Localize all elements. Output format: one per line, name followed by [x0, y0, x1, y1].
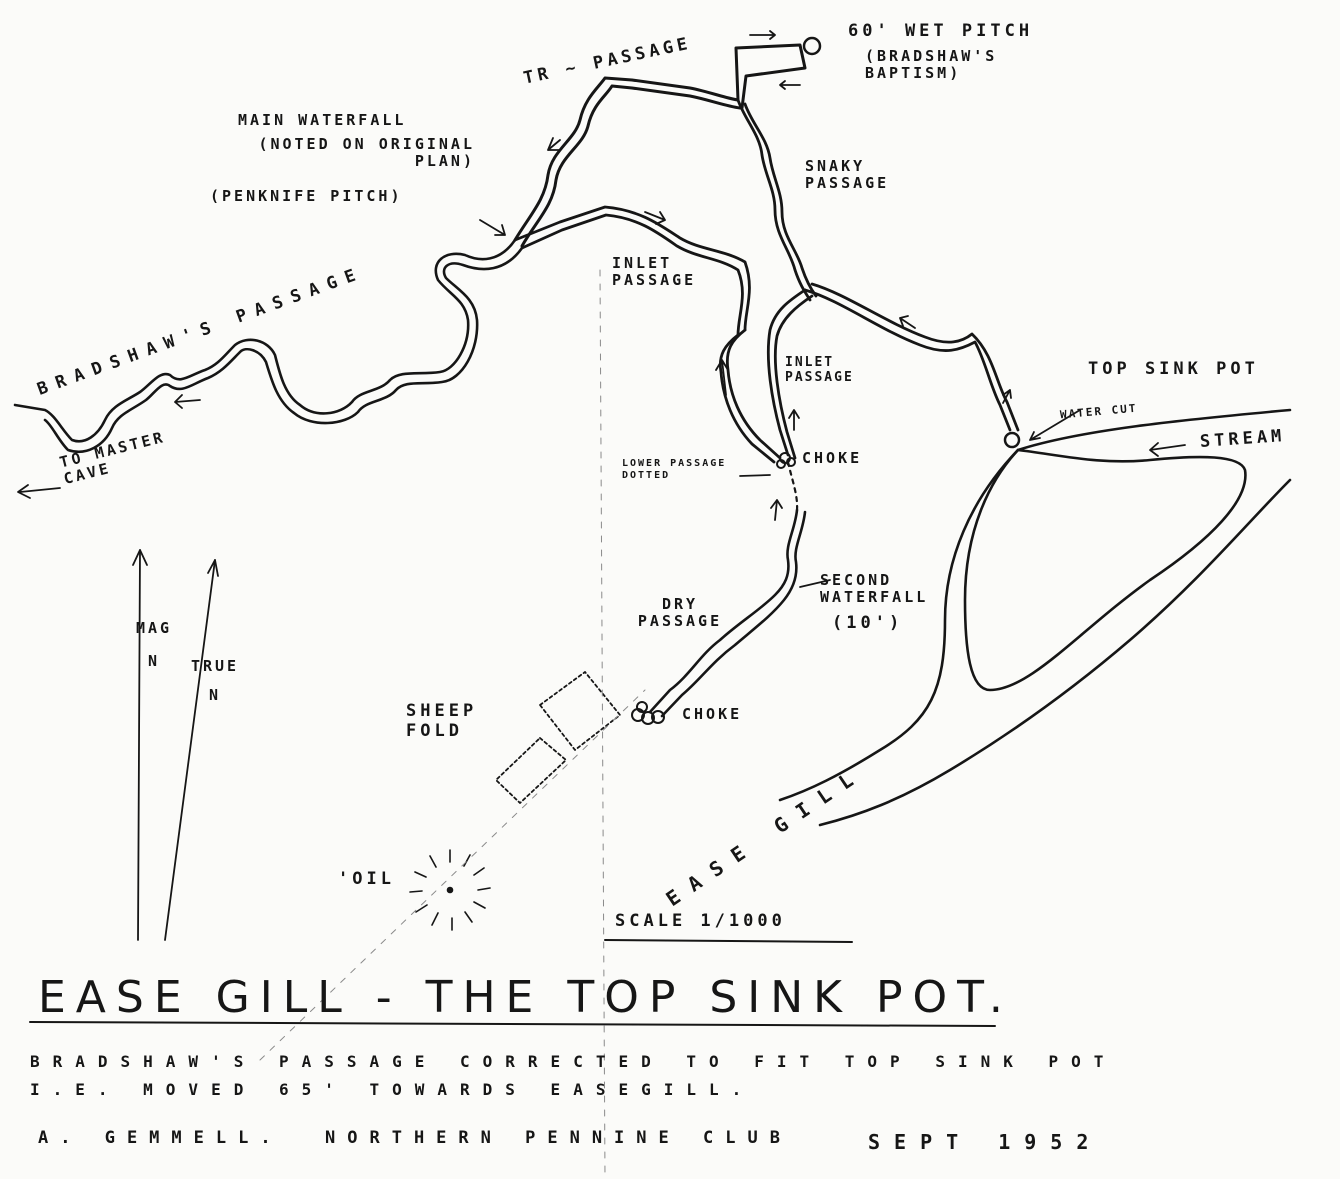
label-second-waterfall-depth: (10')	[832, 613, 904, 633]
note-date: SEPT 1952	[868, 1130, 1103, 1154]
note-line-2: I.E. MOVED 65' TOWARDS EASEGILL.	[30, 1080, 755, 1099]
ease-gill-streambed	[778, 408, 1292, 827]
label-top-sink-pot: TOP SINK POT	[1088, 359, 1259, 379]
label-snaky-passage: SNAKY PASSAGE	[805, 157, 890, 193]
label-inlet-passage-upper: INLET PASSAGE	[612, 254, 697, 290]
label-choke-lower: CHOKE	[682, 705, 743, 723]
title-underline	[29, 1021, 996, 1027]
note-club: NORTHERN PENNINE CLUB	[325, 1128, 792, 1148]
label-scale: SCALE 1/1000	[615, 911, 786, 931]
wet-pitch-passage	[734, 36, 822, 110]
label-mag-n: MAG N	[135, 619, 173, 670]
inlet-passage-upper-line	[513, 205, 751, 337]
sheep-fold-outline	[495, 671, 621, 804]
label-sheep-fold: SHEEP FOLD	[406, 701, 478, 741]
paper-fold-lines	[259, 269, 646, 1179]
label-wet-pitch: 60' WET PITCH	[848, 21, 1034, 41]
top-sink-pot-shaft	[1003, 431, 1021, 449]
label-main-waterfall: MAIN WATERFALL	[238, 111, 407, 129]
lower-passage-dotted-line	[786, 460, 799, 512]
choke-upper-boulders	[776, 452, 796, 469]
label-lower-passage-dotted: LOWER PASSAGE DOTTED	[622, 458, 727, 481]
upper-loop-passage	[513, 76, 742, 248]
map-title: EASE GILL - THE TOP SINK POT.	[38, 972, 1013, 1023]
north-arrows	[132, 549, 219, 941]
wet-pitch-shaft	[802, 36, 822, 56]
label-oil: 'OIL	[338, 869, 395, 889]
label-dry-passage: DRY PASSAGE	[637, 595, 723, 631]
note-line-1: BRADSHAW'S PASSAGE CORRECTED TO FIT TOP …	[30, 1052, 1117, 1071]
label-penknife-pitch: (PENKNIFE PITCH)	[210, 187, 403, 205]
label-true-n: TRUE N	[190, 657, 240, 704]
lower-passage-line	[648, 508, 807, 718]
label-choke-upper: CHOKE	[802, 449, 863, 467]
label-second-waterfall: SECOND WATERFALL	[820, 571, 929, 607]
inlet-passage-east	[766, 288, 814, 460]
choke-lower-boulders	[631, 701, 665, 725]
note-author: A. GEMMELL.	[38, 1128, 283, 1148]
label-bradshaws-baptism: (BRADSHAW'S BAPTISM)	[865, 47, 998, 83]
oil-shakehole	[409, 849, 491, 931]
flow-arrows	[17, 30, 1186, 588]
top-sink-pot-passage	[803, 282, 1021, 449]
bradshaws-passage-line	[13, 238, 524, 453]
label-inlet-passage-lower: INLET PASSAGE	[785, 355, 854, 385]
scale-underline	[604, 939, 853, 943]
snaky-passage	[736, 98, 818, 302]
label-noted-on-original: (NOTED ON ORIGINAL PLAN)	[258, 135, 475, 171]
